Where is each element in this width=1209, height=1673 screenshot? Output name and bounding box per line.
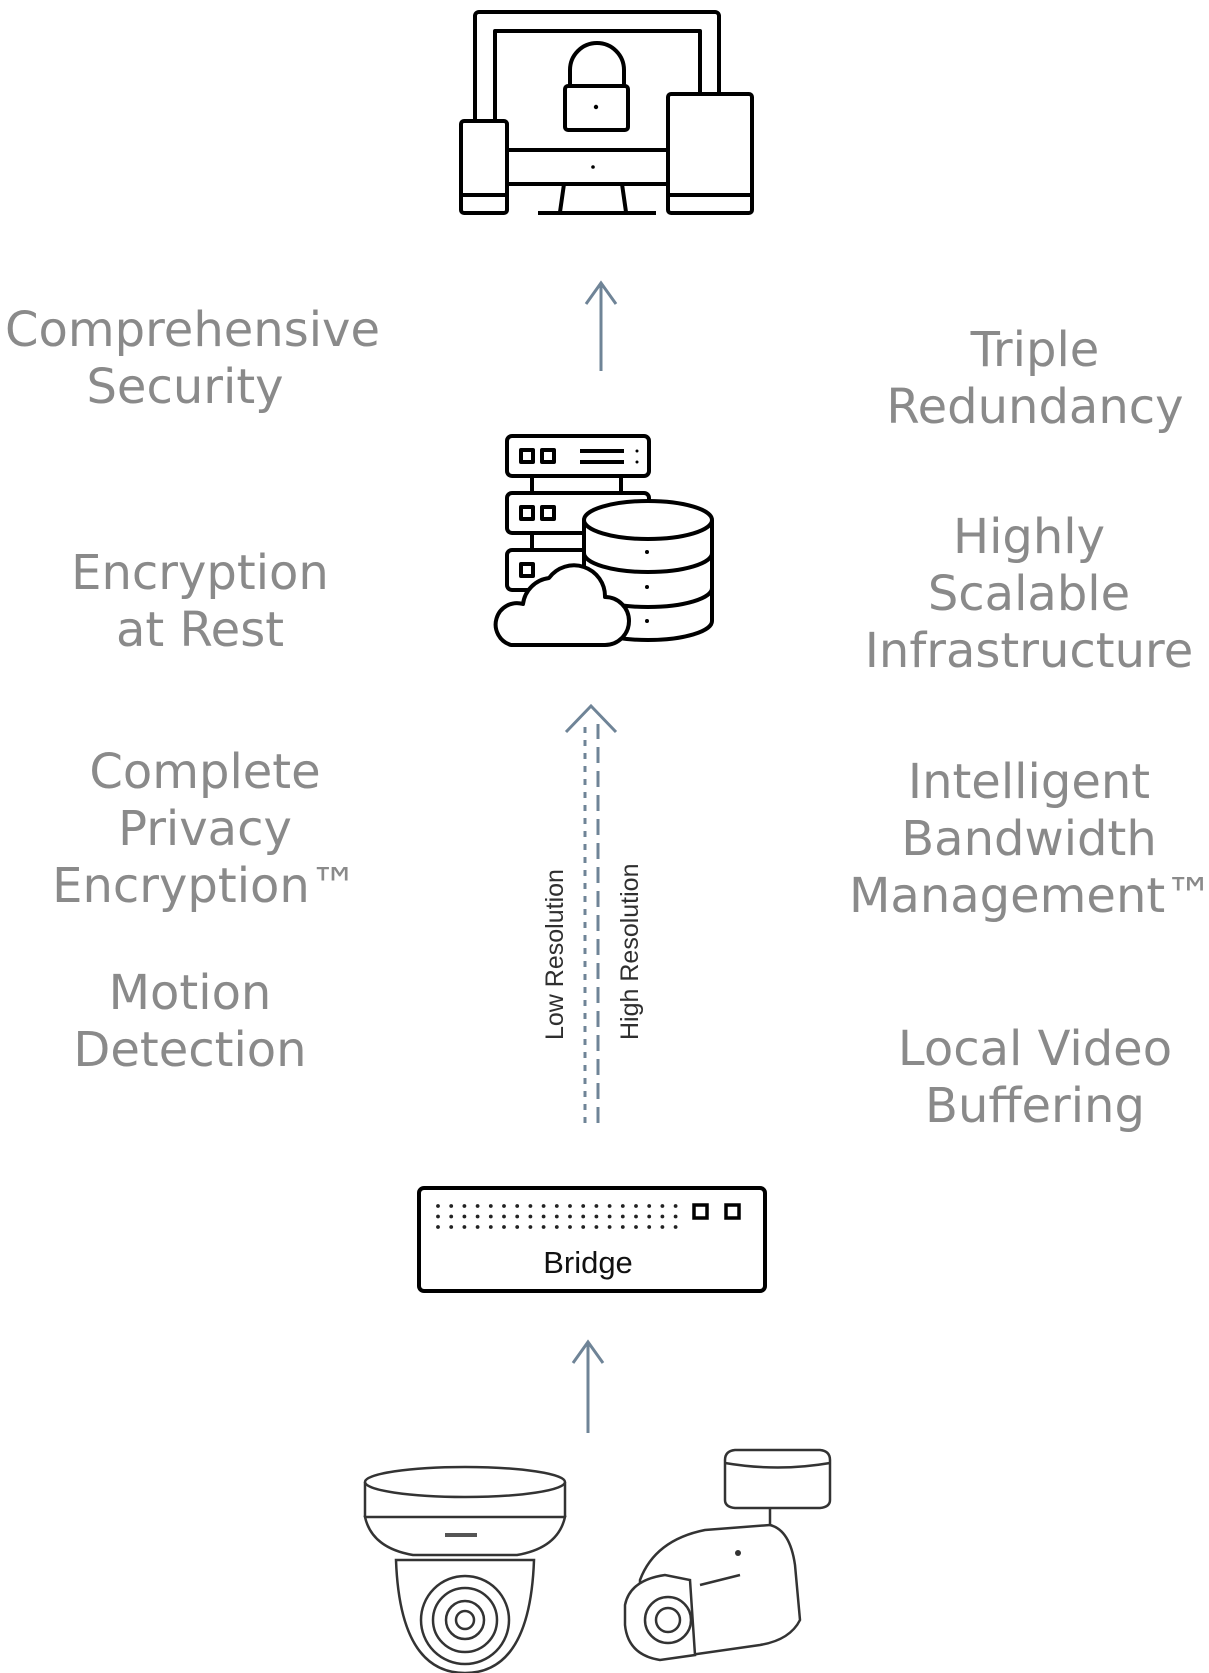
bridge-port-dot (541, 1214, 546, 1219)
feature-line: Scalable (927, 566, 1131, 622)
bridge-port-dot (581, 1214, 586, 1219)
bridge-port-dot (568, 1204, 572, 1208)
secure-devices-icon (459, 10, 754, 215)
bridge-port-dot (475, 1204, 480, 1208)
bridge-port-dot (660, 1214, 665, 1219)
bridge-port-dot (449, 1214, 454, 1219)
bridge-port-dot (568, 1214, 572, 1219)
bridge-port-dot (462, 1204, 467, 1208)
feature-line: Redundancy (886, 379, 1184, 435)
bridge-port-dot (502, 1204, 506, 1208)
bridge-port-dot (554, 1204, 559, 1208)
high-resolution-label: High Resolution (616, 864, 644, 1041)
bridge-port-dot (436, 1225, 440, 1229)
feature-comprehensive-security: Comprehensive Security (5, 302, 380, 416)
feature-line: at Rest (115, 602, 285, 658)
feature-line: Highly (952, 509, 1106, 565)
bridge-port-dot (488, 1214, 493, 1219)
bridge-port-dot (647, 1204, 652, 1208)
bridge-port-dot (475, 1225, 480, 1229)
bridge-port-dot (541, 1225, 546, 1229)
feature-line: Bandwidth (901, 811, 1157, 867)
bridge-port-dot (436, 1204, 440, 1208)
feature-triple-redundancy: Triple Redundancy (855, 322, 1209, 436)
feature-highly-scalable-infrastructure: Highly Scalable Infrastructure (849, 509, 1209, 680)
low-resolution-label: Low Resolution (541, 869, 569, 1040)
feature-line: Motion (108, 965, 272, 1021)
feature-line: Comprehensive (5, 302, 380, 358)
bridge-port-dot (541, 1204, 546, 1208)
bridge-port-dot (607, 1225, 612, 1229)
bridge-port-dot (647, 1214, 652, 1219)
cloud-server-database-icon (493, 434, 714, 647)
bridge-port-dot (568, 1225, 572, 1229)
feature-line: Detection (73, 1022, 307, 1078)
bridge-port-dot (594, 1204, 599, 1208)
feature-line: Intelligent (907, 754, 1151, 810)
bridge-port-dot (515, 1214, 520, 1219)
bridge-port-dot (475, 1214, 480, 1219)
feature-line: Infrastructure (864, 623, 1194, 679)
bridge-port-dot (488, 1225, 493, 1229)
bridge-port-dot (673, 1214, 678, 1219)
bridge-port-dot (634, 1214, 638, 1219)
bridge-port-dot (620, 1214, 625, 1219)
feature-line: Local Video (897, 1021, 1173, 1077)
bridge-port-dot (607, 1214, 612, 1219)
bridge-port-dot (673, 1225, 678, 1229)
bridge-port-dot (515, 1204, 520, 1208)
bridge-port-dot (449, 1204, 454, 1208)
bridge-port-dot (502, 1225, 506, 1229)
bridge-port-dot (488, 1204, 493, 1208)
feature-line: Encryption™ (52, 858, 358, 914)
bridge-port-dot (607, 1204, 612, 1208)
bridge-port-dot (673, 1204, 678, 1208)
feature-line: Complete (89, 744, 321, 800)
bridge-port-dot (620, 1204, 625, 1208)
bridge-port-dot (660, 1225, 665, 1229)
feature-complete-privacy-encryption: Complete Privacy Encryption™ (25, 744, 385, 915)
bridge-port-dot (528, 1214, 533, 1219)
dual-stream-arrow-icon (564, 703, 618, 1123)
feature-local-video-buffering: Local Video Buffering (855, 1021, 1209, 1135)
bridge-port-dot (554, 1214, 559, 1219)
feature-line: Encryption (71, 545, 329, 601)
feature-line: Triple (970, 322, 1100, 378)
feature-line: Security (86, 359, 284, 415)
bridge-port-dot (594, 1225, 599, 1229)
arrow-up-icon (571, 1339, 605, 1433)
bridge-port-dot (462, 1225, 467, 1229)
bridge-port-dot (594, 1214, 599, 1219)
arrow-up-icon (584, 280, 618, 371)
feature-intelligent-bandwidth-management: Intelligent Bandwidth Management™ (849, 754, 1209, 925)
bridge-port-dot (634, 1204, 638, 1208)
bridge-port-dot (647, 1225, 652, 1229)
bridge-port-dot (554, 1225, 559, 1229)
bridge-label: Bridge (543, 1245, 633, 1280)
bridge-port-dot (660, 1204, 665, 1208)
feature-line: Buffering (925, 1078, 1145, 1134)
feature-motion-detection: Motion Detection (10, 965, 370, 1079)
bridge-port-dot (620, 1225, 625, 1229)
dome-camera-icon (363, 1465, 567, 1673)
bridge-port-dot (528, 1204, 533, 1208)
bridge-port-dot (436, 1214, 440, 1219)
bridge-port-dot (515, 1225, 520, 1229)
feature-line: Privacy (118, 801, 292, 857)
bridge-device-icon: Bridge (417, 1186, 767, 1293)
bridge-port-dot (449, 1225, 454, 1229)
bridge-port-dot (581, 1225, 586, 1229)
feature-encryption-at-rest: Encryption at Rest (20, 545, 380, 659)
bridge-port-dot (528, 1225, 533, 1229)
bridge-port-dot (581, 1204, 586, 1208)
bullet-camera-icon (623, 1448, 832, 1662)
bridge-port-dot (462, 1214, 467, 1219)
feature-line: Management™ (849, 868, 1209, 924)
bridge-port-dot (634, 1225, 638, 1229)
bridge-port-dot (502, 1214, 506, 1219)
